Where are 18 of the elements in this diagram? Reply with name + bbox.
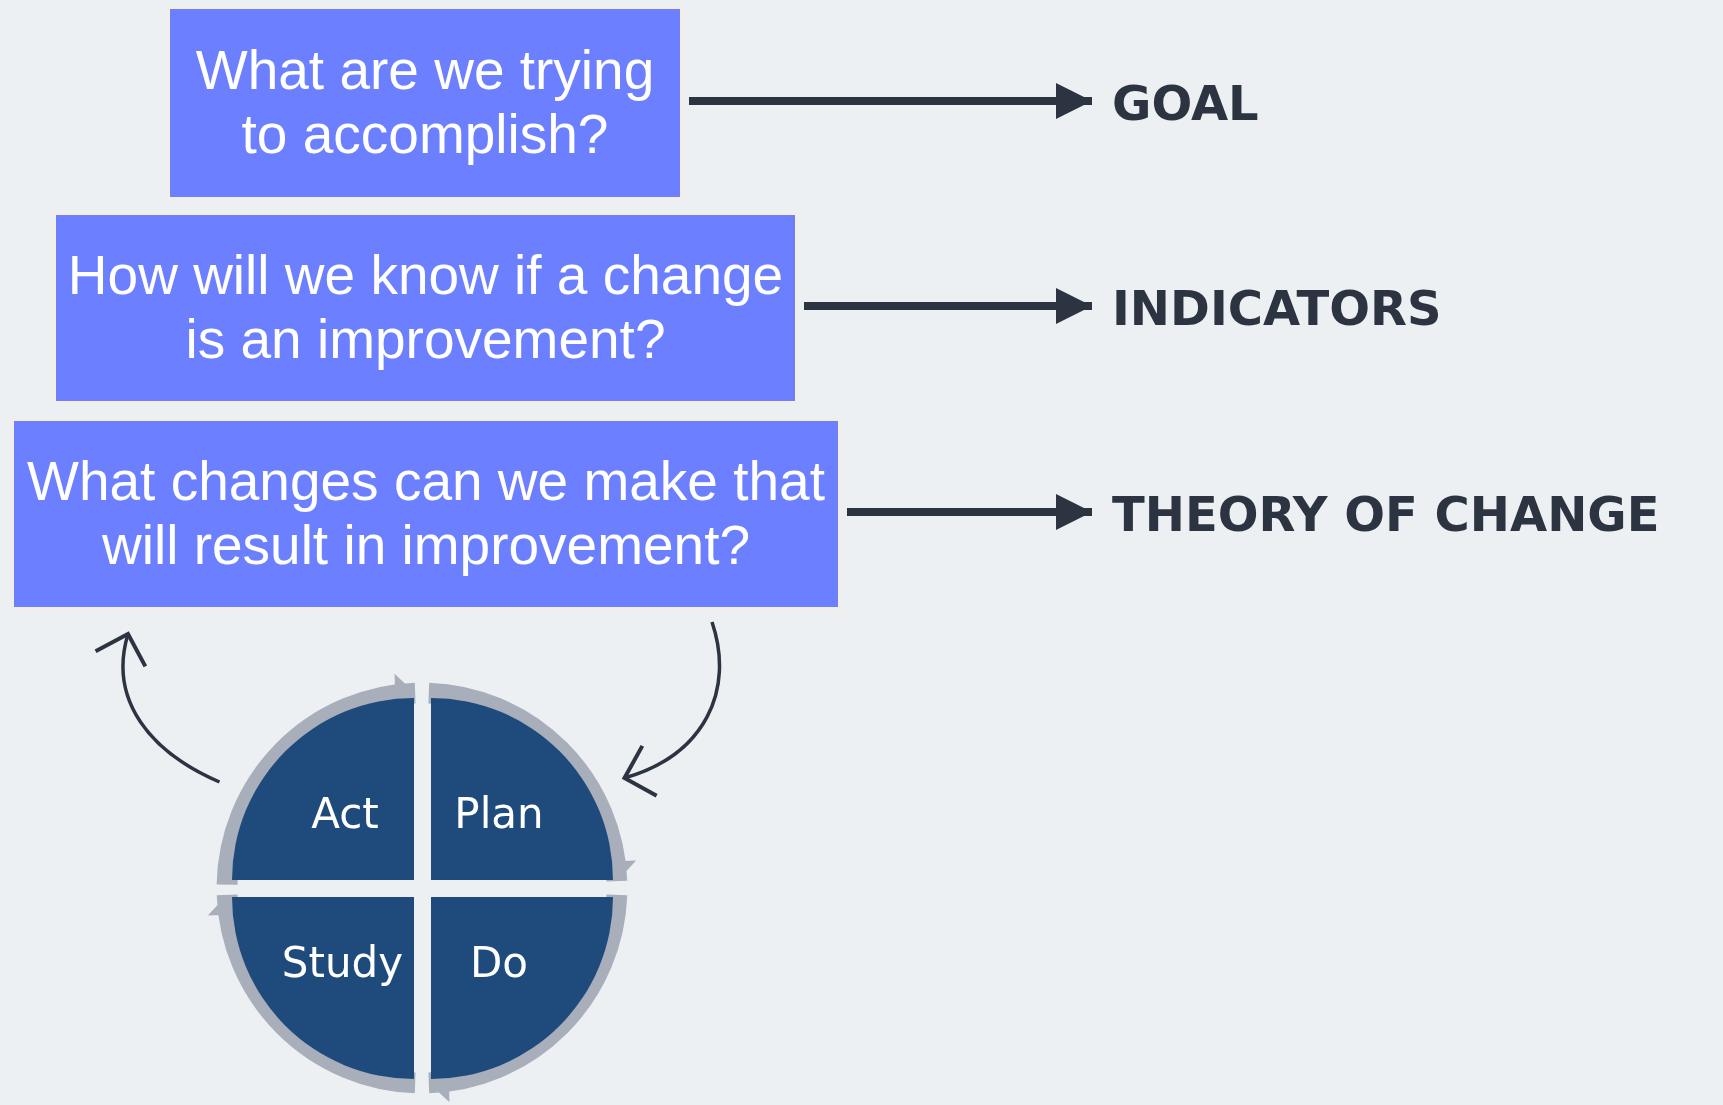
heading-label: INDICATORS (1112, 275, 1442, 341)
question-text: What are we trying to accomplish? (194, 39, 656, 167)
question-text: What changes can we make that will result in improvement? (26, 450, 826, 578)
phase-label: Study (281, 938, 404, 987)
question-box (53, 212, 798, 404)
cycle-arrow (427, 682, 635, 883)
phase-label: Plan (454, 789, 544, 838)
question-box (167, 6, 683, 200)
question-text: How will we know if a change is an improvement? (66, 244, 785, 372)
phase-label: Act (311, 789, 379, 838)
heading-label: THEORY OF CHANGE (1112, 481, 1660, 547)
heading-label: GOAL (1112, 70, 1259, 136)
cycle-arrow (216, 675, 417, 886)
curved-arrow (94, 632, 221, 784)
phase-label: Do (469, 938, 528, 987)
question-box (11, 418, 841, 610)
curved-arrow (622, 621, 722, 797)
cycle-arrow (209, 893, 417, 1094)
